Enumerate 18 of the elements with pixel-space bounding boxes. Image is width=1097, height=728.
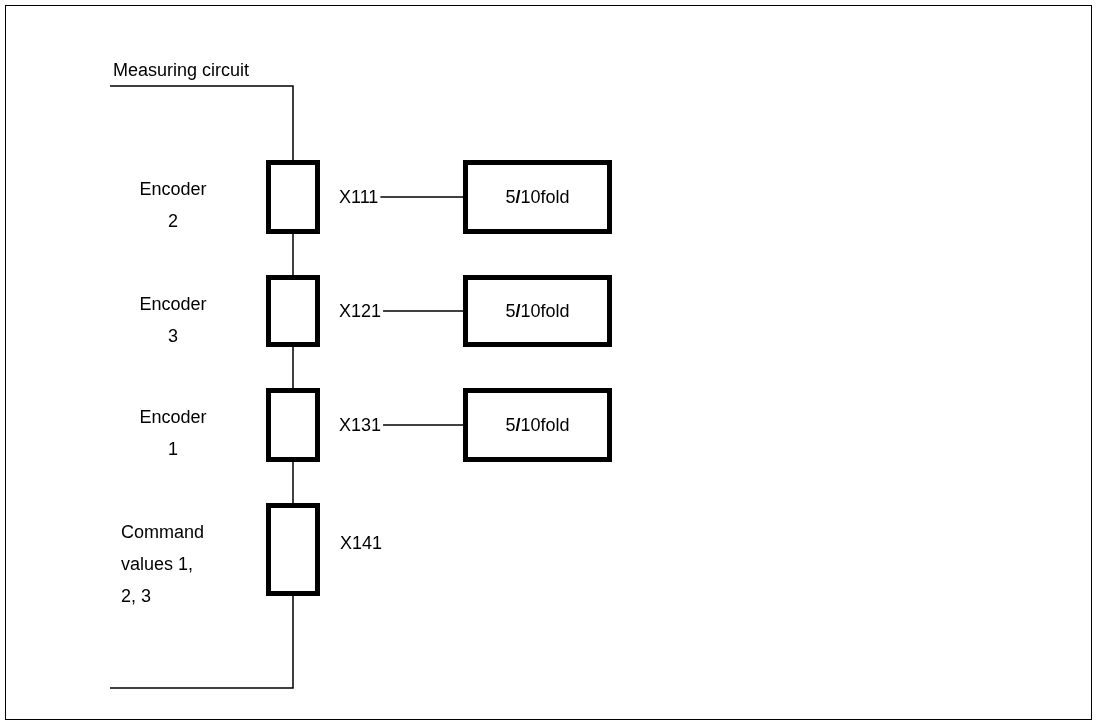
connector-label: Encoder 3 xyxy=(138,293,208,348)
circuit-title: Measuring circuit xyxy=(113,59,250,82)
connector-name: X111 xyxy=(339,185,379,210)
connector-label: Command values 1, 2, 3 xyxy=(121,521,206,608)
multiplier-box: 5/10fold xyxy=(463,388,612,462)
connector-line xyxy=(292,461,294,504)
connector-label: Encoder 2 xyxy=(138,178,208,233)
multiplier-box: 5/10fold xyxy=(463,160,612,234)
connector-label: Encoder 1 xyxy=(138,406,208,461)
connector-name: X121 xyxy=(339,299,382,324)
connector-line xyxy=(379,196,464,198)
connector-line xyxy=(292,346,294,389)
connector-line xyxy=(382,424,464,426)
connector-line xyxy=(382,310,464,312)
connector-name: X141 xyxy=(340,531,383,555)
connector-line xyxy=(292,233,294,276)
connector-name: X131 xyxy=(339,413,382,438)
multiplier-box: 5/10fold xyxy=(463,275,612,347)
